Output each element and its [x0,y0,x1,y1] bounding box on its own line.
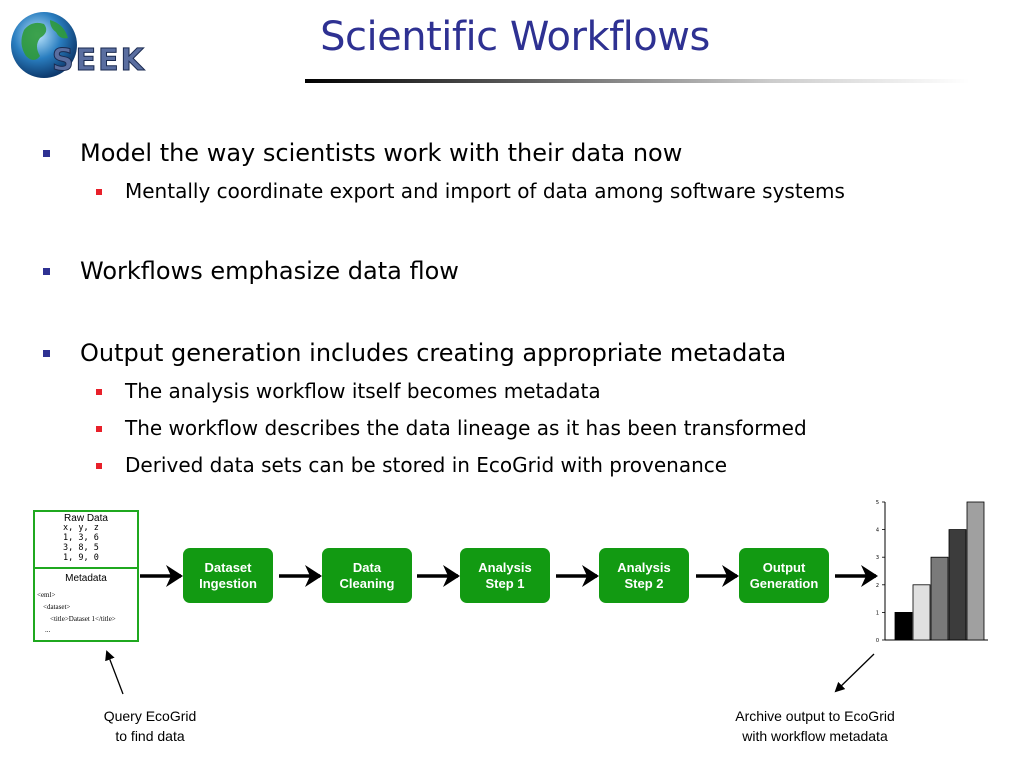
y-tick-label: 2 [876,583,879,589]
sub-bullet-marker-icon [96,463,102,469]
sub-bullet-marker-icon [96,189,102,195]
bullet-item: Workflows emphasize data flow [43,257,459,285]
metadata-line: ... [45,626,51,634]
raw-data-line: 3, 8, 5 [63,543,99,553]
step-analysis-1: Analysis Step 1 [460,548,550,603]
sub-bullet-item: Derived data sets can be stored in EcoGr… [96,453,727,477]
sub-bullet-item: Mentally coordinate export and import of… [96,179,845,203]
raw-data-header: Raw Data [64,513,108,524]
raw-data-line: 1, 3, 6 [63,533,99,543]
y-tick-label: 3 [876,555,879,561]
step-analysis-2: Analysis Step 2 [599,548,689,603]
query-pointer-arrow [105,650,124,695]
caption-query-ecogrid: Query EcoGrid to find data [103,708,197,744]
title-rule [305,79,970,83]
box-divider [35,567,137,569]
step-data-cleaning: Data Cleaning [322,548,412,603]
sub-bullet-item: The workflow describes the data lineage … [96,416,807,440]
y-tick-label: 0 [876,638,879,644]
y-tick-label: 4 [876,528,879,534]
bullet-item: Model the way scientists work with their… [43,139,682,167]
seek-logo-text: SEEK [52,43,146,78]
chart-bar [966,501,985,641]
raw-data-box: Raw Data x, y, z 1, 3, 6 3, 8, 5 1, 9, 0… [33,510,139,642]
sub-bullet-marker-icon [96,389,102,395]
caption-archive-output: Archive output to EcoGrid with workflow … [735,708,895,744]
bullet-item: Output generation includes creating appr… [43,339,786,367]
page-title: Scientific Workflows [320,14,710,60]
step-output-generation: Output Generation [739,548,829,603]
bullet-marker-icon [43,150,50,157]
metadata-line: <dataset> [43,603,71,611]
chart-bar [894,612,913,641]
sub-bullet-item: The analysis workflow itself becomes met… [96,379,601,403]
seek-logo: SEEK [11,12,146,79]
step-dataset-ingestion: Dataset Ingestion [183,548,273,603]
y-tick-label: 1 [876,610,879,616]
chart-bar [912,584,931,641]
raw-data-line: x, y, z [63,523,99,533]
raw-data-line: 1, 9, 0 [63,553,99,563]
y-tick-label: 5 [876,500,879,506]
chart-bar [948,529,967,641]
chart-bar [930,556,949,641]
output-bar-chart: 0 1 2 3 4 5 [876,500,988,644]
bullet-marker-icon [43,350,50,357]
metadata-line: <eml> [37,591,56,599]
metadata-line: <title>Dataset 1</title> [50,615,116,623]
sub-bullet-marker-icon [96,426,102,432]
archive-pointer-arrow [834,653,875,693]
metadata-header: Metadata [65,573,107,584]
bullet-marker-icon [43,268,50,275]
